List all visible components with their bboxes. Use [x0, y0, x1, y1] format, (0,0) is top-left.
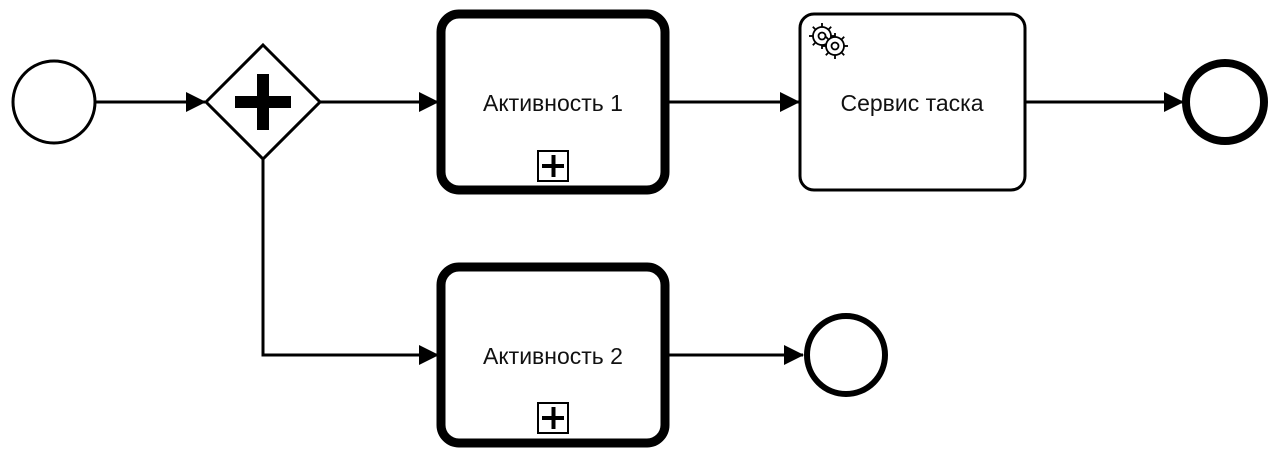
parallel-gateway[interactable]: [203, 42, 323, 162]
activity-2[interactable]: Активность 2: [436, 262, 670, 448]
end-event-main[interactable]: [1182, 59, 1268, 145]
start-event[interactable]: [11, 59, 97, 145]
plus-icon: [235, 74, 291, 130]
activity-2-label: Активность 2: [483, 343, 623, 369]
activity-1-label: Активность 1: [483, 90, 623, 116]
flow-gateway-to-activity-2[interactable]: [261, 159, 439, 365]
service-task-label: Сервис таска: [840, 90, 983, 116]
plus-box-icon: [537, 150, 569, 182]
plus-box-icon: [537, 402, 569, 434]
service-task[interactable]: Сервис таска: [798, 12, 1027, 192]
activity-1[interactable]: Активность 1: [436, 9, 670, 195]
end-event-secondary[interactable]: [804, 313, 888, 397]
gears-icon: [809, 23, 848, 59]
